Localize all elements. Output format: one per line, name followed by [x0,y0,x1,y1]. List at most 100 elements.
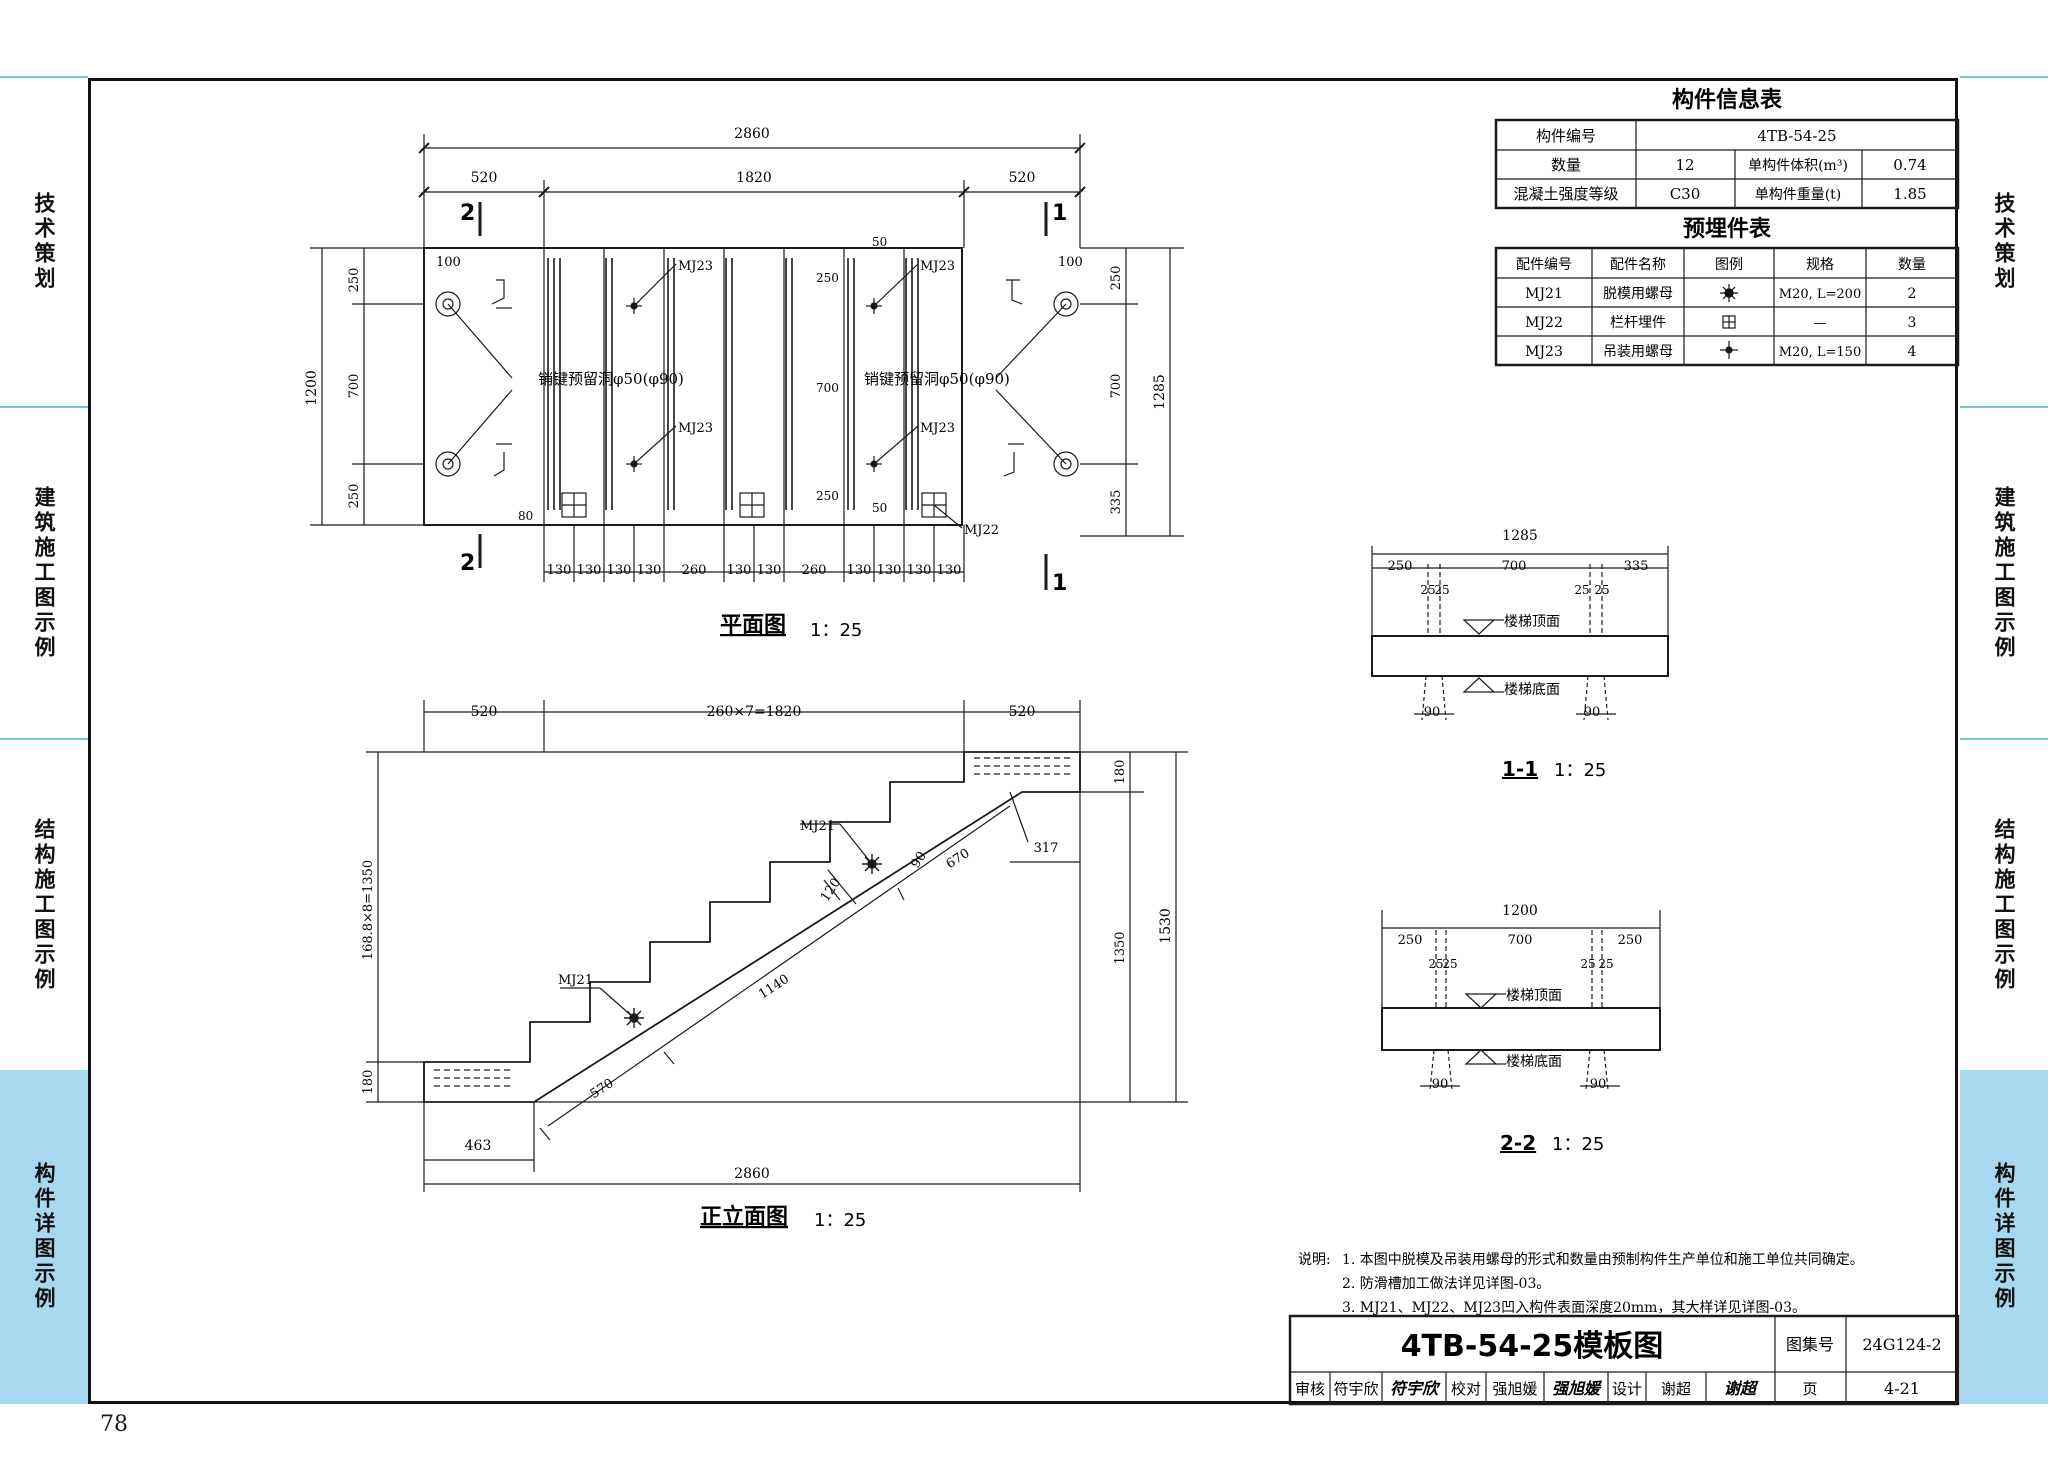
atlas-label: 图集号 [1786,1335,1834,1354]
embed-table-title: 预埋件表 [1683,217,1772,242]
embed-header: 配件编号 [1516,257,1572,273]
section-1-1 [1371,546,1669,721]
embed-header: 数量 [1898,257,1926,273]
dim-label: 50 [872,235,887,249]
dim-label: 80 [518,509,533,523]
side-tab-structure[interactable]: 结构施工图示例 [1960,740,2048,1070]
embed-header: 图例 [1715,257,1743,273]
note-item: 3. MJ21、MJ22、MJ23凹入构件表面深度20mm，其大样详见详图-03… [1342,1300,1806,1316]
side-tab-architecture[interactable]: 建筑施工图示例 [1960,408,2048,738]
dim-label: 130 [727,563,752,578]
embed-header: 规格 [1806,257,1834,273]
drawing-page-number: 4-21 [1884,1379,1920,1398]
plan-title: 平面图 [720,613,786,638]
dim-label: 700 [1508,933,1533,948]
section-mark: 1 [1052,571,1067,596]
atlas-number: 24G124-2 [1862,1335,1941,1354]
mj21-label: MJ21 [800,819,835,834]
square-grid-symbol-icon [1722,315,1736,329]
title-block [1288,1314,1960,1406]
dim-label: 570 [588,1076,617,1102]
dim-label: 520 [1009,704,1036,720]
mj23-label: MJ23 [678,259,713,274]
side-tab-tech-planning[interactable]: 技术策划 [1960,78,2048,406]
dim-label: 700 [816,381,839,395]
dim-label: 700 [347,374,362,399]
dim-label: 1140 [756,972,792,1003]
mj22-label: MJ22 [964,523,999,538]
dim-label: 90 [1432,1077,1449,1092]
dim-label: 2860 [734,1166,770,1182]
side-tab-label: 结构施工图示例 [1992,817,2016,993]
check-label: 校对 [1451,1380,1481,1398]
reviewer-name: 符宇欣 [1333,1380,1378,1398]
info-table-title: 构件信息表 [1672,87,1783,113]
dim-label: 1200 [1502,903,1538,919]
section11-scale: 1：25 [1554,760,1606,781]
mj23-label: MJ23 [678,421,713,436]
side-tab-label: 建筑施工图示例 [1992,485,2016,661]
tab-divider [1960,406,2048,408]
embed-cell: M20, L=150 [1779,345,1861,360]
dim-label: 130 [547,563,572,578]
embed-cell: 4 [1908,344,1917,360]
section11-title: 1-1 [1502,757,1538,781]
elevation-scale: 1：25 [814,1210,866,1231]
side-tab-component-detail[interactable]: 构件详图示例 [0,1070,88,1404]
tab-divider [1960,76,2048,78]
dim-label: 168.8×8=1350 [361,860,376,960]
dim-label: 520 [471,170,498,186]
plan-view [310,134,1184,590]
info-value: 12 [1675,156,1694,174]
dim-label: 25 [1598,957,1613,971]
bottom-surface-label: 楼梯底面 [1506,1054,1562,1070]
embed-cell: 吊装用螺母 [1603,344,1673,360]
dim-label: 250 [816,489,839,503]
section-2-2 [1381,910,1661,1091]
info-label: 混凝土强度等级 [1513,185,1618,203]
dim-label: 700 [1109,374,1124,399]
dim-label: 520 [1009,170,1036,186]
designer-name: 谢超 [1661,1380,1691,1398]
info-value: C30 [1670,185,1701,203]
dim-label: 260 [682,563,707,578]
dim-label: 25 [1434,583,1449,597]
dim-label: 130 [607,563,632,578]
section-mark: 2 [460,551,475,576]
side-tab-label: 技术策划 [32,192,56,292]
dim-label: 25 [1442,957,1457,971]
side-tab-architecture[interactable]: 建筑施工图示例 [0,408,88,738]
side-tab-tech-planning[interactable]: 技术策划 [0,78,88,406]
section-mark: 1 [1052,201,1067,226]
tab-divider [0,76,88,78]
info-label: 数量 [1551,156,1581,174]
dim-label: 1285 [1152,374,1168,410]
star-symbol-icon [1720,284,1738,302]
dim-label: 250 [347,484,362,509]
embed-cell: MJ23 [1525,344,1563,360]
dim-label: 25 [1420,583,1435,597]
dim-label: 90 [1424,705,1441,720]
dim-label: 130 [757,563,782,578]
drawing-frame [88,78,1958,1404]
section22-title: 2-2 [1500,1131,1536,1155]
side-tab-label: 建筑施工图示例 [32,485,56,661]
design-label: 设计 [1612,1380,1642,1398]
top-surface-label: 楼梯顶面 [1506,988,1562,1004]
side-tab-structure[interactable]: 结构施工图示例 [0,740,88,1070]
side-tab-component-detail[interactable]: 构件详图示例 [1960,1070,2048,1404]
mj22-marker-icon [561,492,947,518]
dim-label: 670 [944,846,973,872]
dim-label: 1530 [1158,908,1174,944]
dim-label: 1350 [1113,931,1128,964]
info-value: 0.74 [1893,156,1926,174]
dim-label: 25 [1574,583,1589,597]
dim-label: 130 [577,563,602,578]
elevation-view [366,700,1188,1192]
embed-cell: 栏杆埋件 [1610,315,1666,331]
dim-label: 1285 [1502,528,1538,544]
dim-label: 130 [907,563,932,578]
embed-cell: MJ21 [1525,286,1563,302]
checker-name: 强旭媛 [1492,1380,1537,1398]
